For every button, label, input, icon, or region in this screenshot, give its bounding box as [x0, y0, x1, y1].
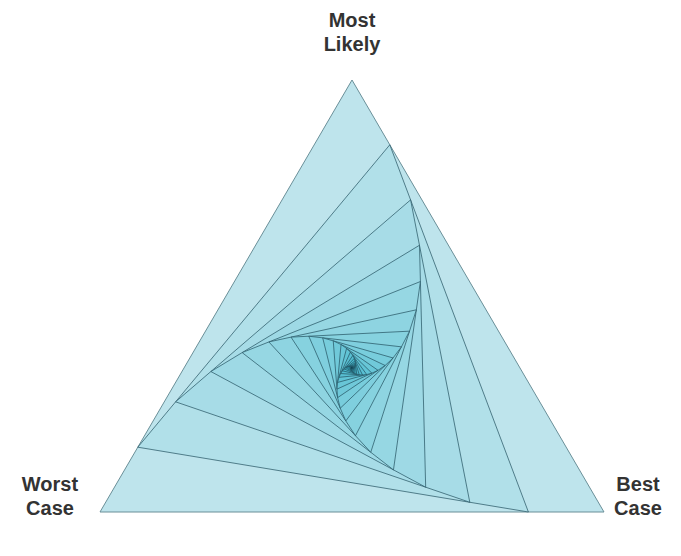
spiral-triangle-layer [351, 367, 354, 370]
spiral-triangle-layer [351, 367, 353, 368]
spiral-triangle-layer [339, 352, 367, 377]
spiral-triangle-layer [351, 367, 353, 369]
spiral-triangle-layer [351, 367, 352, 368]
spiral-triangle-layer [351, 367, 353, 369]
spiral-triangle-layer [351, 367, 352, 368]
spiral-triangle-layer [337, 345, 378, 390]
spiral-triangle-layer [348, 366, 355, 372]
spiral-triangle-layer [242, 282, 420, 470]
spiral-triangle-layer [211, 245, 426, 487]
spiral-triangle-layer [291, 331, 410, 436]
spiral-triangle-layer [351, 367, 352, 368]
spiral-triangle-layer [351, 367, 352, 368]
spiral-triangle-layer [351, 367, 353, 369]
spiral-triangle-layer [351, 367, 352, 368]
spiral-triangle-layer [269, 310, 416, 452]
spiral-triangle-layer [349, 366, 354, 370]
spiral-triangle-layer [347, 364, 355, 372]
spiral-triangle-layer [351, 367, 352, 368]
spiral-triangle-layer [351, 367, 352, 368]
spiral-triangle-layer [351, 367, 352, 368]
spiral-triangle-layer [351, 367, 352, 368]
spiral-triangle-layer [351, 367, 352, 368]
spiral-triangle-layer [344, 361, 357, 374]
spiral-triangle-layer [351, 367, 352, 368]
spiral-triangle-layer [351, 367, 353, 369]
spiral-triangle-layer [351, 367, 352, 368]
vertex-label: Worst Case [2, 472, 98, 520]
vertex-label: Most Likely [302, 8, 402, 56]
spiral-triangle-layer [100, 80, 604, 512]
spiral-triangle-layer [309, 336, 402, 421]
spiral-triangle-layer [346, 363, 355, 374]
spiral-triangle-layer [341, 355, 363, 374]
spiral-triangle-layer [351, 367, 352, 368]
spiral-triangle-layer [351, 367, 352, 368]
nested-triangles [100, 80, 604, 512]
spiral-triangle-layer [351, 367, 352, 368]
spiral-triangle-layer [351, 367, 353, 369]
spiral-triangle-layer [138, 145, 529, 512]
spiral-triangle-layer [351, 367, 352, 368]
spiral-triangle-layer [342, 358, 359, 374]
spiral-triangle-layer [333, 341, 385, 398]
spiral-triangle-layer [338, 348, 372, 382]
spiral-triangle-layer [351, 367, 352, 368]
spiral-triangle-layer [176, 200, 470, 502]
spiral-triangle-layer [323, 338, 393, 408]
vertex-label: Best Case [598, 472, 678, 520]
spiral-triangle-layer [350, 366, 354, 370]
spiral-triangle-layer [351, 367, 352, 368]
